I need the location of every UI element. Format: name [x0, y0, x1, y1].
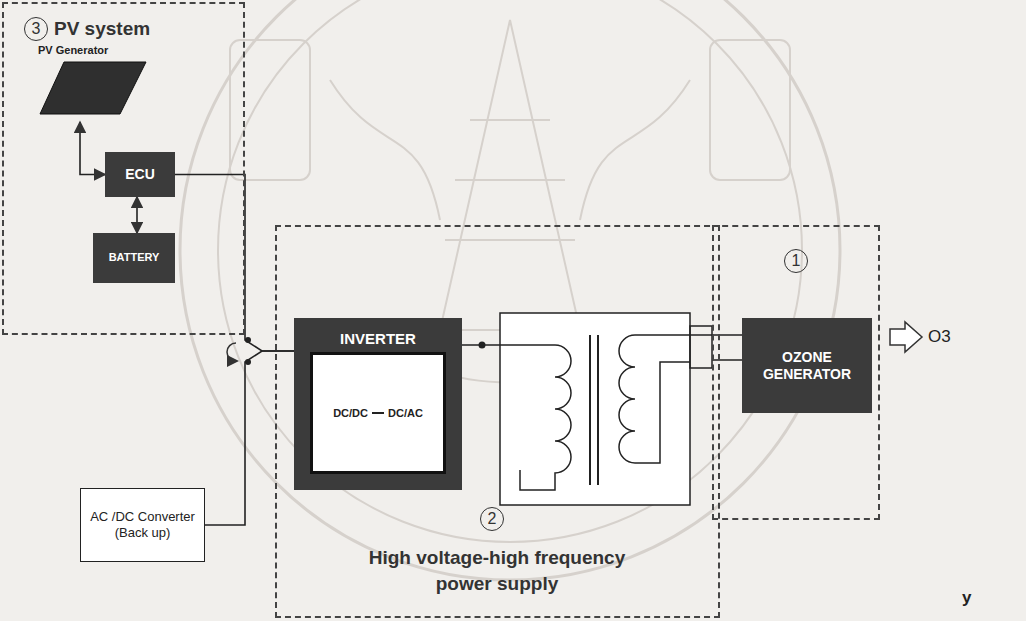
transformer-symbol — [500, 313, 742, 505]
pv-generator: PV Generator — [36, 44, 148, 118]
process-box: OZONE GENERATOR — [742, 318, 872, 413]
callout-number: 3 — [24, 17, 48, 41]
power-supply-region: 2High voltage-high frequency power suppl… — [275, 225, 720, 618]
output-arrow — [890, 322, 922, 352]
region-title: PV system — [54, 18, 150, 40]
callout-number: 2 — [480, 507, 504, 531]
switch-arrow — [227, 343, 236, 361]
wire-connector — [205, 351, 294, 525]
callout-number: 1 — [784, 249, 808, 273]
output-label: O3 — [928, 327, 951, 347]
converter-box: DC/DC DC/AC — [310, 352, 446, 474]
region-title: High voltage-high frequency power supply — [347, 545, 647, 596]
box-label: OZONE GENERATOR — [742, 349, 872, 383]
stray-mark: y — [962, 588, 971, 608]
component-label: PV Generator — [38, 44, 108, 56]
pv-system-region: 3 PV system PV GeneratorECU BATTERY — [2, 2, 245, 335]
process-box: ECU — [105, 152, 175, 197]
box-label: DC/DC — [333, 407, 368, 419]
box-label: ECU — [121, 166, 159, 183]
backup-converter-box: AC /DC Converter (Back up) — [80, 488, 205, 562]
inverter-box: INVERTER DC/DC DC/AC — [294, 318, 462, 490]
component-label: INVERTER — [294, 330, 462, 347]
box-label: BATTERY — [105, 251, 164, 264]
wire-connector — [136, 197, 138, 233]
box-label: AC /DC Converter (Back up) — [81, 509, 204, 540]
process-box: BATTERY — [93, 233, 175, 283]
wire-connector — [80, 122, 105, 175]
ozone-region: 1OZONE GENERATOR — [712, 225, 880, 520]
box-label: DC/AC — [388, 407, 423, 419]
link-bar — [372, 412, 384, 414]
wire-connector — [462, 335, 742, 345]
